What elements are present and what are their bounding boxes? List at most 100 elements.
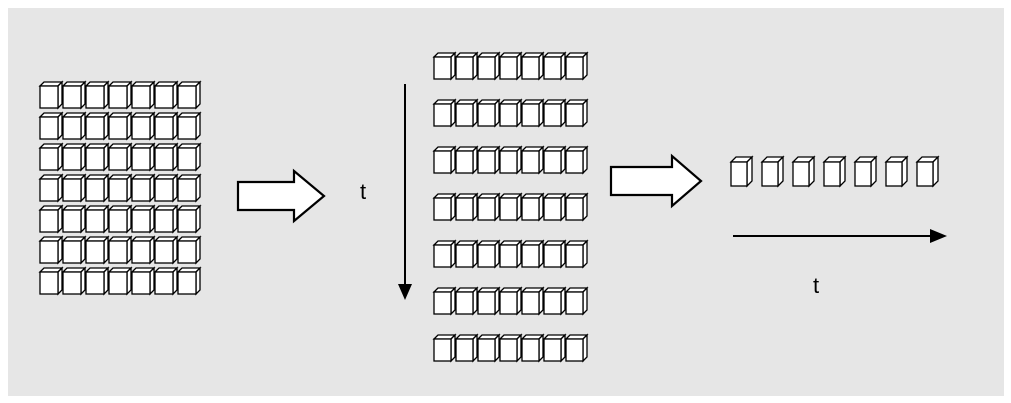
layer-cube xyxy=(476,145,501,175)
grid-cube xyxy=(84,235,110,265)
layer-cube xyxy=(454,333,479,363)
grid-cube xyxy=(84,266,110,296)
grid-cube xyxy=(176,173,202,203)
grid-cube xyxy=(61,235,87,265)
grid-cube xyxy=(130,173,156,203)
layer-cube xyxy=(498,239,523,269)
layer-cube xyxy=(542,286,567,316)
layer-cube xyxy=(520,98,545,128)
layer-cube xyxy=(520,51,545,81)
sequence-cube xyxy=(884,155,909,188)
layer-cube xyxy=(432,192,457,222)
layer-cube xyxy=(564,239,589,269)
grid-cube xyxy=(38,235,64,265)
grid-cube xyxy=(61,111,87,141)
layer-cube xyxy=(454,51,479,81)
sequence-cube xyxy=(853,155,878,188)
layer-cube xyxy=(542,145,567,175)
layer-cube xyxy=(476,51,501,81)
grid-cube xyxy=(176,142,202,172)
time-axis-vertical xyxy=(398,84,412,300)
layer-cube xyxy=(498,192,523,222)
grid-cube xyxy=(153,266,179,296)
sequence-cube xyxy=(729,155,754,188)
layer-cube xyxy=(454,145,479,175)
grid-cube xyxy=(130,266,156,296)
grid-cube xyxy=(153,204,179,234)
layer-cube xyxy=(454,239,479,269)
grid-cube xyxy=(153,235,179,265)
layer-cube xyxy=(432,286,457,316)
time-label-vertical: t xyxy=(360,179,367,204)
layer-cube xyxy=(498,98,523,128)
grid-cube xyxy=(61,204,87,234)
layer-cube xyxy=(476,286,501,316)
cube-block-grid xyxy=(38,80,202,296)
layer-cube xyxy=(476,192,501,222)
grid-cube xyxy=(130,80,156,110)
grid-cube xyxy=(176,266,202,296)
cube-sequence xyxy=(729,155,940,188)
grid-cube xyxy=(153,142,179,172)
layer-cube xyxy=(498,286,523,316)
layer-cube xyxy=(564,98,589,128)
grid-cube xyxy=(84,142,110,172)
time-label-horizontal: t xyxy=(813,273,820,298)
layer-cube xyxy=(520,145,545,175)
grid-cube xyxy=(38,80,64,110)
grid-cube xyxy=(107,142,133,172)
grid-cube xyxy=(38,173,64,203)
grid-cube xyxy=(176,80,202,110)
layer-cube xyxy=(520,192,545,222)
layer-cube xyxy=(432,145,457,175)
layer-cube xyxy=(564,145,589,175)
grid-cube xyxy=(38,111,64,141)
sequence-cube xyxy=(760,155,785,188)
grid-cube xyxy=(107,111,133,141)
layer-cube xyxy=(542,239,567,269)
layer-cube xyxy=(542,333,567,363)
layer-cube xyxy=(498,333,523,363)
layer-cube xyxy=(476,239,501,269)
layer-cube xyxy=(564,192,589,222)
layer-cube xyxy=(454,98,479,128)
layer-cube xyxy=(542,98,567,128)
layer-cube xyxy=(454,286,479,316)
grid-cube xyxy=(107,266,133,296)
sequence-cube xyxy=(915,155,940,188)
grid-cube xyxy=(153,111,179,141)
grid-cube xyxy=(84,80,110,110)
grid-cube xyxy=(84,204,110,234)
flow-arrow-1 xyxy=(236,168,326,224)
grid-cube xyxy=(176,204,202,234)
layer-cube xyxy=(498,145,523,175)
grid-cube xyxy=(130,142,156,172)
grid-cube xyxy=(61,142,87,172)
grid-cube xyxy=(107,173,133,203)
grid-cube xyxy=(38,204,64,234)
grid-cube xyxy=(130,111,156,141)
grid-cube xyxy=(176,111,202,141)
grid-cube xyxy=(176,235,202,265)
layer-cube xyxy=(520,333,545,363)
layer-cube xyxy=(432,239,457,269)
grid-cube xyxy=(107,204,133,234)
cube-layer-stack xyxy=(432,51,589,363)
grid-cube xyxy=(38,266,64,296)
layer-cube xyxy=(454,192,479,222)
time-axis-horizontal xyxy=(733,229,947,243)
layer-cube xyxy=(564,51,589,81)
grid-cube xyxy=(153,80,179,110)
grid-cube xyxy=(38,142,64,172)
grid-cube xyxy=(107,80,133,110)
grid-cube xyxy=(84,173,110,203)
grid-cube xyxy=(107,235,133,265)
layer-cube xyxy=(432,51,457,81)
flow-arrow-2 xyxy=(609,153,703,209)
grid-cube xyxy=(61,173,87,203)
layer-cube xyxy=(432,333,457,363)
grid-cube xyxy=(153,173,179,203)
layer-cube xyxy=(542,51,567,81)
layer-cube xyxy=(476,98,501,128)
